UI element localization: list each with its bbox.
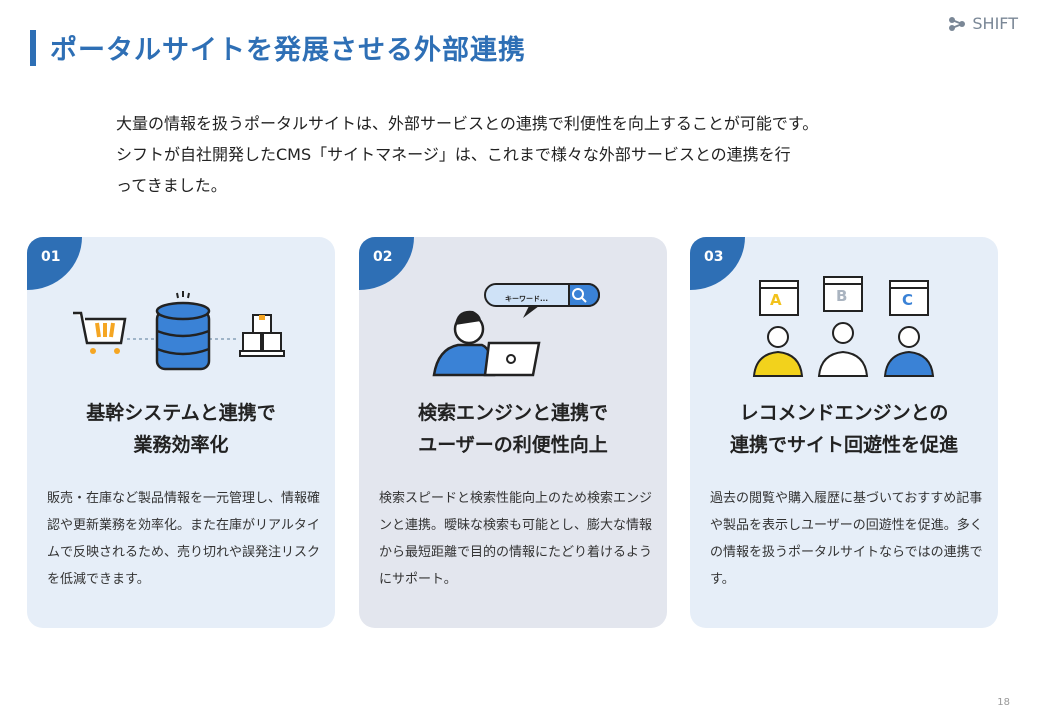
person-a [752, 326, 804, 377]
label-c: C [902, 291, 914, 309]
recommend-users-illustration [752, 276, 935, 377]
search-placeholder: キーワード... [505, 295, 548, 303]
card-description: 検索スピードと検索性能向上のため検索エンジンと連携。曖昧な検索も可能とし、膨大な… [379, 491, 653, 587]
label-b: B [836, 287, 848, 305]
page-number: 18 [997, 697, 1010, 708]
window-b [823, 276, 863, 312]
page-title: ポータルサイトを発展させる外部連携 [50, 35, 526, 66]
person-icon [432, 310, 496, 377]
search-bubble [484, 283, 600, 318]
title-accent-bar [30, 30, 36, 66]
intro-text: 大量の情報を扱うポータルサイトは、外部サービスとの連携で利便性を向上することが可… [116, 108, 956, 201]
card-number: 01 [41, 249, 61, 265]
card-description: 過去の閲覧や購入履歴に基づいておすすめ記事や製品を表示しユーザーの回遊性を促進。… [710, 491, 983, 587]
laptop-icon [483, 341, 541, 377]
logo-icon [949, 16, 966, 31]
intro-line: 大量の情報を扱うポータルサイトは、外部サービスとの連携で利便性を向上することが可… [116, 114, 819, 133]
card-number: 03 [704, 249, 724, 265]
intro-line: シフトが自社開発したCMS「サイトマネージ」は、これまで様々な外部サービスとの連… [116, 145, 791, 164]
intro-line: ってきました。 [116, 176, 227, 195]
cart-database-boxes-illustration [73, 291, 285, 371]
label-a: A [770, 291, 782, 309]
card-title: レコメンドエンジンとの連携でサイト回遊性を促進 [729, 402, 958, 456]
window-c [889, 280, 929, 316]
card-core-system: 01 基幹システムと連携で業務効率化 販売・在庫など製品情報を一元管理し、情報確… [27, 237, 335, 628]
search-user-illustration [432, 283, 600, 377]
database-icon [155, 291, 211, 371]
person-b [817, 322, 869, 377]
cart-icon [73, 311, 127, 354]
window-a [759, 280, 799, 316]
person-c [883, 326, 935, 377]
card-title: 検索エンジンと連携でユーザーの利便性向上 [417, 402, 608, 456]
boxes-icon [239, 314, 285, 357]
card-description: 販売・在庫など製品情報を一元管理し、情報確認や更新業務を効率化。また在庫がリアル… [47, 491, 321, 587]
card-recommend-engine: 03 A B C レコメンドエンジンとの連携でサイト回遊性を促進 過去の閲覧や購… [690, 237, 998, 628]
logo-text: SHIFT [972, 14, 1018, 33]
shift-logo: SHIFT [948, 14, 1018, 33]
card-search-engine: 02 キーワード... 検索エンジンと連携でユーザーの利便性向上 検索スピードと… [359, 237, 667, 628]
card-number: 02 [373, 249, 393, 265]
card-title: 基幹システムと連携で業務効率化 [86, 402, 276, 456]
